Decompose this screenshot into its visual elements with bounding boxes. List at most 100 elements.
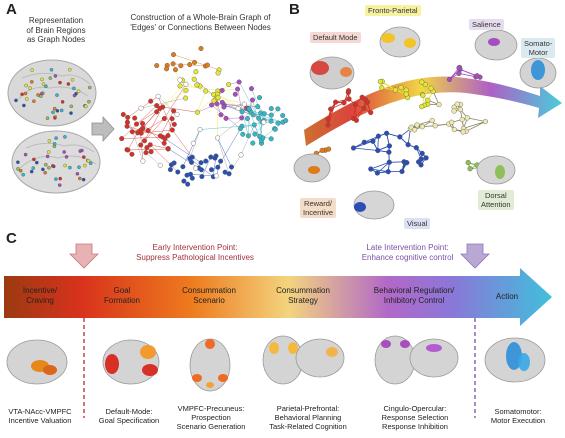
brain-node <box>51 164 55 168</box>
graph-node <box>180 164 186 170</box>
brain-node <box>29 80 34 84</box>
network-node <box>436 101 442 108</box>
graph-edge <box>466 121 486 132</box>
brain-node <box>83 163 87 168</box>
graph-node <box>119 136 125 142</box>
network-node <box>319 147 325 154</box>
network-node <box>425 97 431 103</box>
graph-edge <box>150 144 178 173</box>
graph-node <box>154 109 160 115</box>
brain-node <box>53 116 57 120</box>
graph-node <box>191 76 197 82</box>
graph-node <box>215 95 221 101</box>
graph-node <box>268 136 274 142</box>
graph-node <box>275 120 281 126</box>
graph-edge <box>172 129 193 158</box>
early-intervention-label: Early Intervention Point: Suppress Patho… <box>136 243 254 262</box>
brain-node <box>24 83 28 88</box>
graph-node <box>161 140 167 146</box>
brain-node <box>72 86 76 91</box>
network-node <box>353 117 360 123</box>
graph-node <box>257 133 263 139</box>
graph-edge <box>127 126 161 137</box>
network-node <box>460 129 466 135</box>
brain-node <box>60 100 65 104</box>
graph-node <box>219 87 225 93</box>
graph-node <box>140 120 146 126</box>
graph-node <box>148 98 154 104</box>
brain-node <box>80 148 84 153</box>
graph-node <box>250 112 256 118</box>
brain-node <box>82 155 86 159</box>
brain-node <box>76 89 81 94</box>
graph-node <box>268 118 274 124</box>
graph-node <box>133 121 139 127</box>
graph-edge <box>254 108 279 135</box>
network-node <box>474 73 480 79</box>
graph-node <box>194 109 200 115</box>
graph-node <box>137 127 143 133</box>
network-node <box>325 146 332 152</box>
graph-node <box>193 69 199 75</box>
brain-node <box>70 78 75 82</box>
graph-edge <box>162 106 198 113</box>
graph-edge <box>248 109 250 136</box>
graph-node <box>164 66 170 72</box>
graph-node <box>208 154 214 160</box>
graph-edge <box>370 161 390 170</box>
graph-edge <box>355 104 357 121</box>
network-node <box>374 170 381 176</box>
graph-node <box>239 115 245 121</box>
progression-arrow <box>4 268 552 326</box>
graph-node <box>275 106 281 112</box>
graph-node <box>191 59 197 65</box>
graph-node <box>168 162 174 168</box>
network-node <box>429 117 435 124</box>
network-node <box>451 108 457 114</box>
brain-thumb-somato-motor <box>519 57 557 89</box>
graph-node <box>215 164 221 170</box>
brain-node <box>22 103 26 108</box>
graph-edge <box>127 123 143 151</box>
region-parietal-prefrontal: Parietal-Prefrontal: Behavioral Planning… <box>269 404 347 431</box>
graph-node <box>237 126 243 132</box>
brain-node <box>87 99 91 104</box>
graph-node <box>239 109 245 115</box>
network-node <box>352 101 359 108</box>
graph-node <box>223 115 229 121</box>
panel-a-left-caption: Representation of Brain Regions as Graph… <box>26 16 86 44</box>
graph-node <box>194 82 200 88</box>
graph-node <box>120 111 126 117</box>
brain-node <box>68 67 72 72</box>
brain-node <box>81 177 86 182</box>
graph-node <box>190 140 196 146</box>
brain-node <box>77 165 81 169</box>
graph-edge <box>407 128 411 145</box>
network-node <box>419 103 425 110</box>
brain-node <box>43 170 48 175</box>
graph-node <box>162 136 168 142</box>
graph-edge <box>218 97 258 107</box>
graph-node <box>174 111 180 117</box>
late-intervention-marker <box>460 243 490 269</box>
brain-node <box>14 98 18 103</box>
graph-node <box>198 167 204 173</box>
stage-goal-formation: Goal Formation <box>103 286 140 305</box>
brain-lateral-top <box>7 59 97 127</box>
graph-node <box>214 101 220 107</box>
graph-edge <box>353 147 378 151</box>
brain-node <box>28 86 32 90</box>
brain-node <box>24 97 29 101</box>
brain-node <box>48 76 53 80</box>
graph-node <box>204 62 210 68</box>
graph-node <box>144 145 150 151</box>
network-node <box>368 166 374 172</box>
network-node <box>404 160 410 166</box>
panel-b-graphics <box>293 26 562 220</box>
graph-edge <box>182 129 201 167</box>
graph-node <box>203 158 209 164</box>
graph-node <box>169 116 175 122</box>
graph-node <box>170 61 176 67</box>
graph-node <box>140 158 146 164</box>
brain-node <box>69 104 74 109</box>
